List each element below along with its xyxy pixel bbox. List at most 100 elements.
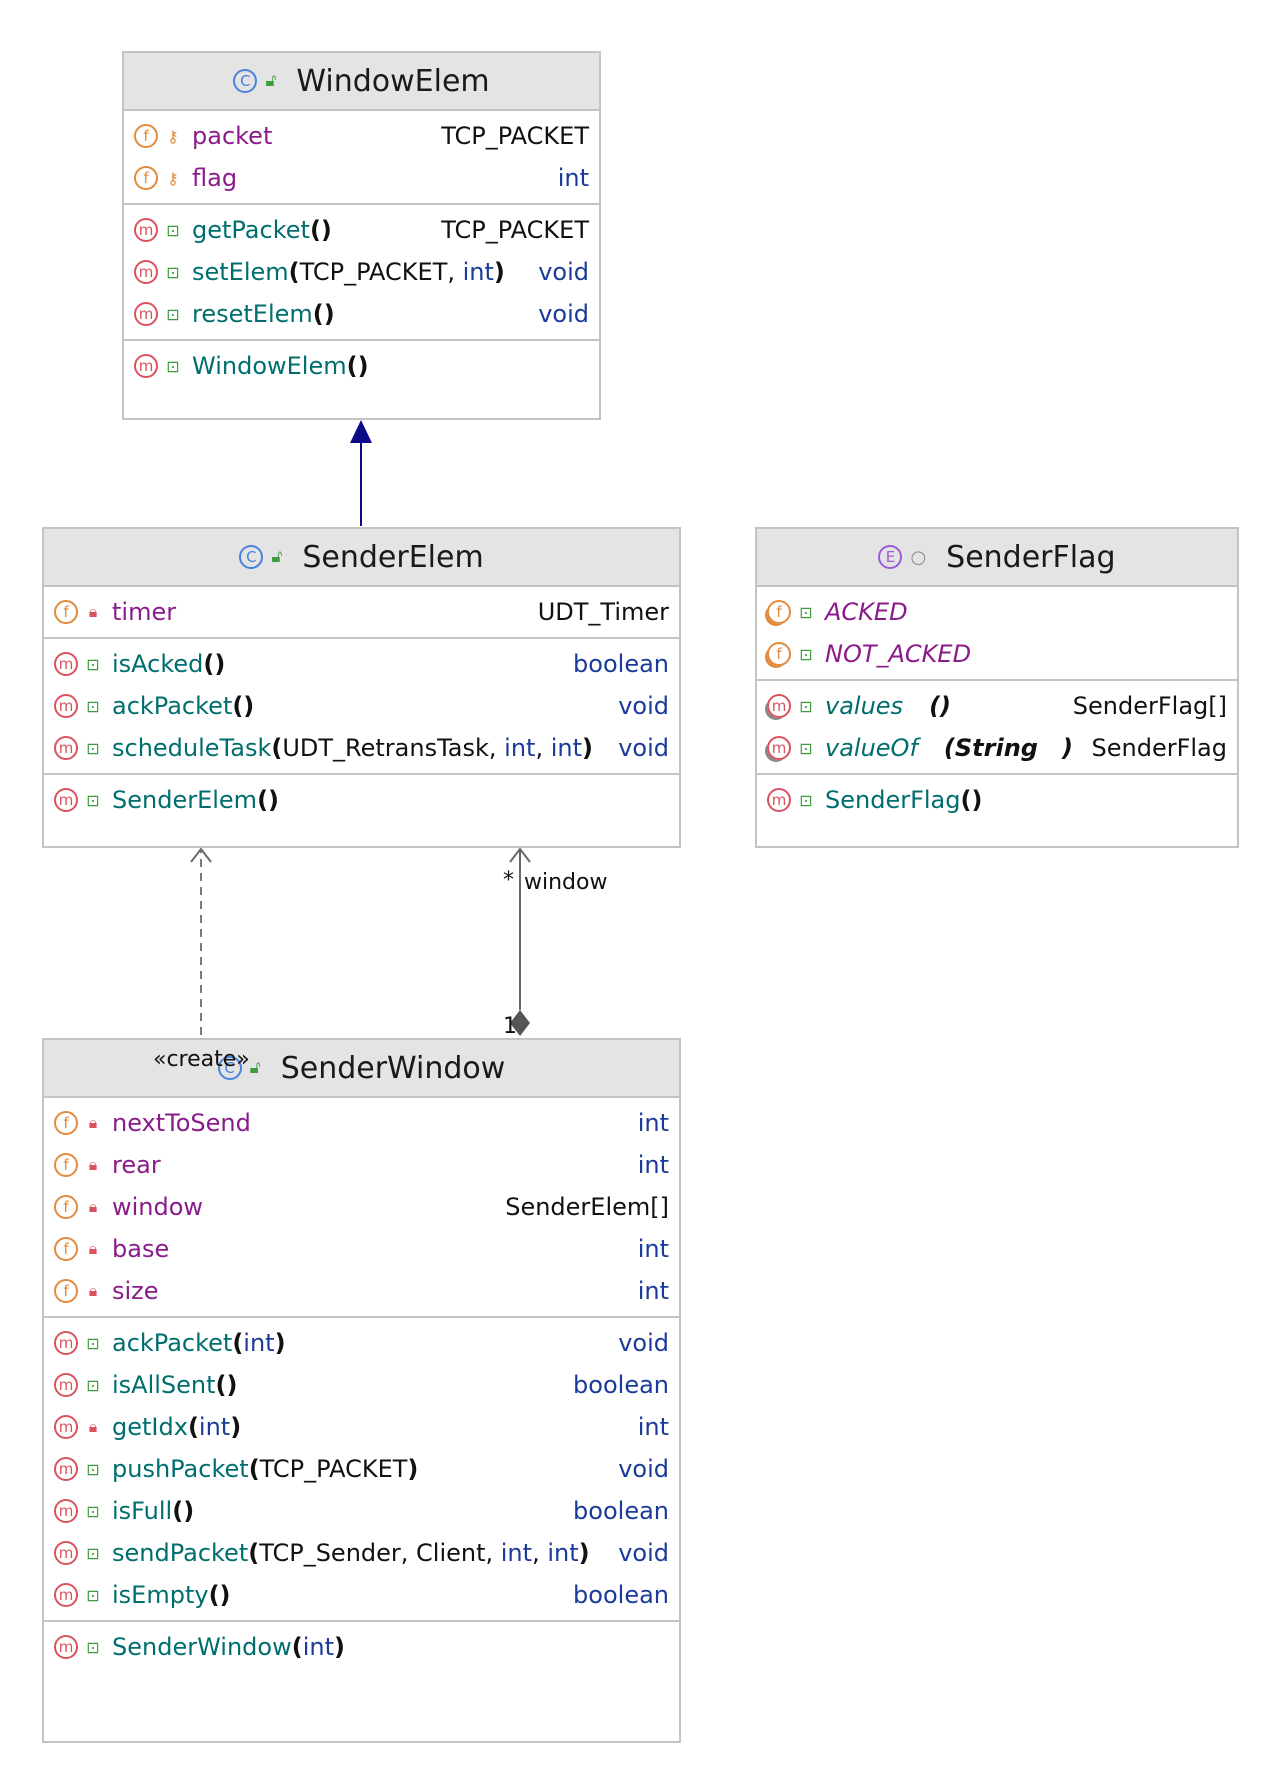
constructor-name: SenderFlag (825, 786, 961, 814)
constructor-params: (int) (291, 1633, 345, 1661)
public-lock-icon: ⊡ (86, 1501, 100, 1521)
public-lock-icon: ⊡ (86, 790, 100, 810)
constructor-params: () (257, 786, 279, 814)
field-icon: f (54, 1153, 78, 1177)
public-lock-icon: ⊡ (86, 1637, 100, 1657)
class-sender-elem[interactable]: C 🔓︎ SenderElem f 🔒︎ timer UDT_Timer m ⊡… (42, 527, 681, 848)
field-type: int (637, 1109, 669, 1137)
return-type: TCP_PACKET (441, 216, 589, 244)
field-type: SenderElem[] (505, 1193, 669, 1221)
private-lock-icon: 🔒︎ (88, 1155, 98, 1174)
method-params: () (312, 300, 335, 328)
field-type: int (637, 1151, 669, 1179)
return-type: boolean (573, 1497, 669, 1525)
public-lock-icon: ⊡ (799, 602, 813, 622)
field-name: rear (112, 1151, 161, 1179)
public-lock-icon: ⊡ (86, 1543, 100, 1563)
class-header: C 🔓︎ SenderWindow (44, 1040, 679, 1098)
method-row: m ⊡ values () SenderFlag[] (757, 685, 1237, 727)
return-type: SenderFlag[] (1072, 692, 1227, 720)
fields-section: f ⚷ packet TCP_PACKET f ⚷ flag int (124, 111, 599, 205)
create-stereotype-label: «create» (153, 1047, 250, 1072)
private-lock-icon: 🔒︎ (88, 1197, 98, 1216)
field-icon: f (54, 1195, 78, 1219)
public-lock-icon: ⊡ (166, 304, 180, 324)
private-lock-icon: 🔒︎ (88, 1281, 98, 1300)
method-icon: m (54, 1415, 78, 1439)
method-name: getPacket (192, 216, 310, 244)
class-name: SenderElem (302, 539, 484, 575)
field-row: f ⚷ flag int (124, 157, 599, 199)
method-params: (TCP_PACKET) (248, 1455, 419, 1483)
method-params: () (172, 1497, 195, 1525)
method-row: m ⊡ isFull () boolean (44, 1490, 679, 1532)
method-row: m ⊡ ackPacket (int) void (44, 1322, 679, 1364)
fields-section: f 🔒︎ nextToSend int f 🔒︎ rear int f 🔒︎ w… (44, 1098, 679, 1318)
method-row: m ⊡ isAllSent () boolean (44, 1364, 679, 1406)
constructors-section: m ⊡ WindowElem () (124, 341, 599, 391)
method-row: m ⊡ sendPacket (TCP_Sender, Client, int,… (44, 1532, 679, 1574)
private-lock-icon: 🔒︎ (88, 1113, 98, 1132)
method-params: (UDT_RetransTask, int, int) (271, 734, 593, 762)
association-multiplicity-many: * (503, 868, 514, 893)
static-method-icon: m (767, 694, 791, 718)
static-field-icon: f (767, 642, 791, 666)
method-icon: m (54, 1541, 78, 1565)
methods-section: m ⊡ values () SenderFlag[] m ⊡ valueOf (… (757, 681, 1237, 775)
constants-section: f ⊡ ACKED f ⊡ NOT_ACKED (757, 587, 1237, 681)
method-icon: m (54, 1331, 78, 1355)
methods-section: m ⊡ ackPacket (int) void m ⊡ isAllSent (… (44, 1318, 679, 1622)
method-params: () (215, 1371, 238, 1399)
field-type: TCP_PACKET (441, 122, 589, 150)
method-name: scheduleTask (112, 734, 272, 762)
method-name: resetElem (192, 300, 313, 328)
method-icon: m (767, 788, 791, 812)
composition-diamond (510, 1010, 530, 1036)
class-name: WindowElem (296, 63, 490, 99)
field-type: int (637, 1277, 669, 1305)
method-name: valueOf (825, 734, 918, 762)
method-row: m ⊡ pushPacket (TCP_PACKET) void (44, 1448, 679, 1490)
class-window-elem[interactable]: C 🔓︎ WindowElem f ⚷ packet TCP_PACKET f … (122, 51, 601, 420)
field-name: window (112, 1193, 204, 1221)
fields-section: f 🔒︎ timer UDT_Timer (44, 587, 679, 639)
class-kind-icon: C (233, 69, 258, 93)
method-icon: m (134, 218, 158, 242)
constant-name: ACKED (825, 598, 908, 626)
association-role-label: window (524, 870, 608, 895)
public-visibility-icon: 🔓︎ (265, 71, 277, 91)
return-type: void (538, 300, 589, 328)
constant-row: f ⊡ ACKED (757, 591, 1237, 633)
class-name: SenderWindow (280, 1050, 506, 1086)
constructor-name: SenderElem (112, 786, 258, 814)
method-icon: m (54, 1499, 78, 1523)
field-type: UDT_Timer (537, 598, 669, 626)
constructor-row: m ⊡ SenderElem () (44, 779, 679, 821)
class-sender-window[interactable]: C 🔓︎ SenderWindow f 🔒︎ nextToSend int f … (42, 1038, 681, 1743)
method-name: setElem (192, 258, 289, 286)
public-lock-icon: ⊡ (86, 1333, 100, 1353)
methods-section: m ⊡ isAcked () boolean m ⊡ ackPacket () … (44, 639, 679, 775)
constructor-row: m ⊡ SenderFlag () (757, 779, 1237, 821)
constructor-row: m ⊡ SenderWindow (int) (44, 1626, 679, 1668)
method-params: () (232, 692, 255, 720)
method-params: () (309, 216, 332, 244)
return-type: SenderFlag (1091, 734, 1228, 762)
field-name: base (112, 1235, 170, 1263)
field-name: flag (192, 164, 238, 192)
inheritance-arrowhead (350, 420, 372, 443)
method-params: (String) (943, 734, 1073, 762)
method-icon: m (54, 788, 78, 812)
field-type: int (557, 164, 589, 192)
method-icon: m (134, 354, 158, 378)
class-kind-icon: C (217, 1056, 242, 1080)
methods-section: m ⊡ getPacket () TCP_PACKET m ⊡ setElem … (124, 205, 599, 341)
constructor-params: () (346, 352, 369, 380)
enum-sender-flag[interactable]: E ○ SenderFlag f ⊡ ACKED f ⊡ NOT_ACKED m… (755, 527, 1239, 848)
public-lock-icon: ⊡ (799, 738, 813, 758)
method-name: ackPacket (112, 1329, 233, 1357)
method-params: (TCP_PACKET, int) (288, 258, 505, 286)
constructors-section: m ⊡ SenderWindow (int) (44, 1622, 679, 1672)
public-lock-icon: ⊡ (86, 738, 100, 758)
